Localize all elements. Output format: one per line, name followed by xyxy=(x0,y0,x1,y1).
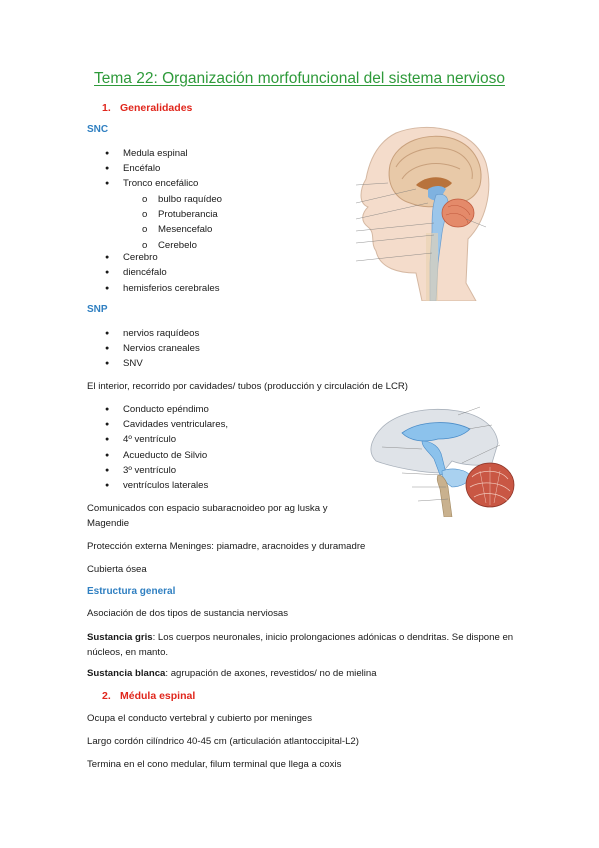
sustancia-blanca-label: Sustancia blanca xyxy=(87,668,166,679)
list-item: hemisferios cerebrales xyxy=(105,281,220,296)
list-item: SNV xyxy=(105,356,200,371)
list-item: Protuberancia xyxy=(142,207,222,222)
sustancia-gris-paragraph: Sustancia gris: Los cuerpos neuronales, … xyxy=(87,632,514,658)
sustancia-blanca-paragraph: Sustancia blanca: agrupación de axones, … xyxy=(87,668,377,679)
section-heading-generalidades: 1.Generalidades xyxy=(102,102,193,114)
cubierta-text: Cubierta ósea xyxy=(87,564,147,575)
list-item: Nervios craneales xyxy=(105,341,200,356)
list-item: Cerebelo xyxy=(142,238,222,253)
snp-heading: SNP xyxy=(87,304,108,315)
list-item: Conducto epéndimo xyxy=(105,402,228,417)
estructura-heading: Estructura general xyxy=(87,586,176,597)
list-item: nervios raquídeos xyxy=(105,326,200,341)
proteccion-text: Protección externa Meninges: piamadre, a… xyxy=(87,541,366,552)
interior-list: Conducto epéndimo Cavidades ventriculare… xyxy=(105,402,228,493)
list-item: Encéfalo xyxy=(105,161,198,176)
list-item: Mesencefalo xyxy=(142,222,222,237)
medula-line-2: Largo cordón cilíndrico 40-45 cm (articu… xyxy=(87,736,359,747)
list-item: Tronco encefálico xyxy=(105,176,198,191)
list-item: Medula espinal xyxy=(105,146,198,161)
ventricles-illustration xyxy=(362,403,520,518)
list-item: Acueducto de Silvio xyxy=(105,448,228,463)
list-item: bulbo raquídeo xyxy=(142,192,222,207)
page-title: Tema 22: Organización morfofuncional del… xyxy=(94,70,505,87)
list-item: Cerebro xyxy=(105,250,220,265)
interior-intro: El interior, recorrido por cavidades/ tu… xyxy=(87,381,409,392)
snp-list: nervios raquídeos Nervios craneales SNV xyxy=(105,326,200,372)
medula-line-1: Ocupa el conducto vertebral y cubierto p… xyxy=(87,713,313,724)
snc-list-2: Cerebro diencéfalo hemisferios cerebrale… xyxy=(105,250,220,297)
tronco-sub-list: bulbo raquídeo Protuberancia Mesencefalo… xyxy=(142,192,222,253)
medula-line-3: Termina en el cono medular, filum termin… xyxy=(87,759,342,770)
list-item: diencéfalo xyxy=(105,265,220,280)
list-item: 4º ventrículo xyxy=(105,432,228,447)
section-heading-medula: 2.Médula espinal xyxy=(102,690,196,702)
snc-heading: SNC xyxy=(87,124,109,135)
head-brain-illustration xyxy=(355,123,492,302)
list-item: Cavidades ventriculares, xyxy=(105,417,228,432)
snc-list: Medula espinal Encéfalo Tronco encefálic… xyxy=(105,146,198,192)
sustancia-gris-label: Sustancia gris xyxy=(87,632,153,643)
comunicados-text: Comunicados con espacio subaracnoideo po… xyxy=(87,503,328,529)
asociacion-text: Asociación de dos tipos de sustancia ner… xyxy=(87,608,289,619)
list-item: 3º ventrículo xyxy=(105,463,228,478)
list-item: ventrículos laterales xyxy=(105,478,228,493)
